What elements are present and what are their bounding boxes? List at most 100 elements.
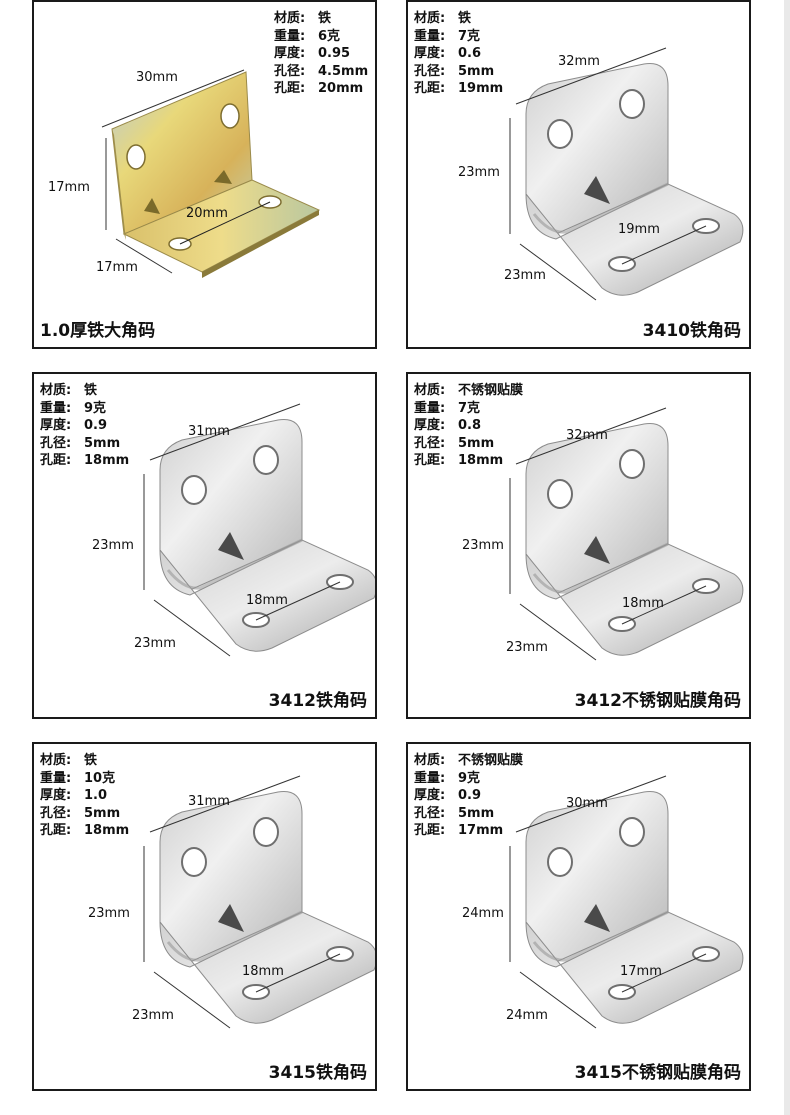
- spec-row: 孔距: 18mm: [40, 822, 129, 840]
- spec-label: 厚度:: [414, 418, 446, 433]
- spec-value: 20mm: [318, 81, 364, 96]
- dim-height-label: 23mm: [92, 538, 134, 553]
- spec-label: 材质:: [40, 753, 72, 768]
- spec-value: 7克: [458, 400, 481, 416]
- dim-depth-label: 24mm: [506, 1008, 548, 1023]
- screw-hole: [547, 847, 573, 877]
- spec-label: 厚度:: [414, 788, 446, 803]
- product-title: 3412铁角码: [268, 691, 367, 711]
- spec-value: 铁: [318, 11, 332, 26]
- dimension-line: [515, 775, 667, 833]
- dim-height-label: 24mm: [462, 906, 504, 921]
- spec-value: 0.8: [458, 418, 482, 433]
- spec-label: 孔径:: [414, 63, 446, 79]
- dimension-line: [519, 971, 597, 1029]
- page-right-edge: [784, 0, 790, 1115]
- spec-row: 重量:6克: [274, 28, 368, 46]
- spec-label: 孔距:: [414, 453, 446, 468]
- spec-row: 孔距:20mm: [274, 80, 368, 98]
- screw-hole: [547, 479, 573, 509]
- bracket-photo: [509, 47, 744, 301]
- dim-width-label: 30mm: [566, 796, 608, 811]
- dim-depth-label: 23mm: [134, 636, 176, 651]
- horizontal-plate: [525, 911, 744, 1024]
- spec-row: 重量:9克: [414, 770, 523, 788]
- spec-label: 材质:: [40, 383, 72, 398]
- spec-value: 铁: [458, 11, 472, 26]
- spec-value: 5mm: [84, 435, 121, 451]
- spec-label: 孔距:: [40, 823, 72, 838]
- dim-height-label: 23mm: [458, 165, 500, 180]
- spec-row: 孔距:18mm: [40, 452, 129, 470]
- spec-label: 厚度:: [40, 788, 72, 803]
- bracket-photo: [143, 775, 375, 1029]
- spec-label: 重量:: [414, 770, 446, 786]
- spec-value: 不锈钢贴膜: [458, 753, 524, 768]
- spec-value: 9克: [84, 400, 107, 416]
- dimension-line: [621, 585, 707, 625]
- reinforcing-rib: [584, 536, 610, 564]
- reinforcing-rib: [218, 904, 244, 932]
- bracket-photo: [509, 775, 744, 1029]
- spec-value: 5mm: [84, 805, 121, 821]
- spec-row: 孔距:19mm: [414, 80, 503, 98]
- spec-value: 18mm: [84, 823, 130, 838]
- dimension-line: [255, 581, 341, 621]
- dim-width-label: 30mm: [136, 70, 178, 85]
- screw-hole: [253, 445, 279, 475]
- spec-label: 孔径:: [414, 805, 446, 821]
- spec-row: 重量: 10克: [40, 770, 129, 788]
- bracket-photo: [509, 407, 744, 661]
- spec-label: 孔径:: [414, 435, 446, 451]
- spec-value: 18mm: [458, 453, 504, 468]
- spec-row: 厚度: 0.8: [414, 417, 523, 435]
- spec-row: 材质: 铁: [40, 382, 129, 400]
- screw-hole: [619, 817, 645, 847]
- spec-row: 材质:不锈钢贴膜: [414, 382, 523, 400]
- product-title: 1.0厚铁大角码: [40, 321, 156, 341]
- spec-row: 材质:不锈钢贴膜: [414, 752, 523, 770]
- dim-hole-label: 17mm: [620, 964, 662, 979]
- spec-label: 材质:: [414, 11, 446, 26]
- screw-hole: [619, 89, 645, 119]
- spec-label: 重量:: [414, 28, 446, 44]
- spec-label: 重量:: [414, 400, 446, 416]
- spec-label: 孔距:: [414, 823, 446, 838]
- dimension-line: [149, 403, 301, 461]
- spec-row: 孔距: 18mm: [414, 452, 523, 470]
- product-title: 3412不锈钢贴膜角码: [574, 691, 741, 711]
- bracket-photo: [143, 403, 375, 657]
- spec-value: 4.5mm: [318, 63, 369, 79]
- dimension-line: [153, 599, 231, 657]
- spec-value: 17mm: [458, 823, 504, 838]
- horizontal-plate: [159, 539, 375, 652]
- bracket-photo: [101, 69, 321, 278]
- dim-hole-label: 18mm: [242, 964, 284, 979]
- spec-row: 孔径:5mm: [414, 435, 523, 453]
- spec-value: 5mm: [458, 805, 495, 821]
- spec-label: 孔径:: [40, 805, 72, 821]
- dimension-line: [255, 953, 341, 993]
- screw-hole: [547, 119, 573, 149]
- product-panel-1: 材质:铁 重量:6克 厚度:0.95 孔径:4.5mm 孔距:20mm 30mm…: [32, 0, 377, 349]
- dimension-line: [519, 603, 597, 661]
- spec-value: 铁: [84, 753, 98, 768]
- spec-row: 厚度:1.0: [40, 787, 129, 805]
- dim-depth-label: 23mm: [132, 1008, 174, 1023]
- spec-value: 0.95: [318, 46, 351, 61]
- spec-label: 材质:: [414, 383, 446, 398]
- spec-row: 材质: 铁: [414, 10, 503, 28]
- spec-row: 孔径:4.5mm: [274, 63, 368, 81]
- spec-label: 重量:: [40, 770, 72, 786]
- spec-value: 10克: [84, 770, 116, 786]
- spec-value: 铁: [84, 383, 98, 398]
- dim-height-label: 17mm: [48, 180, 90, 195]
- dim-height-label: 23mm: [88, 906, 130, 921]
